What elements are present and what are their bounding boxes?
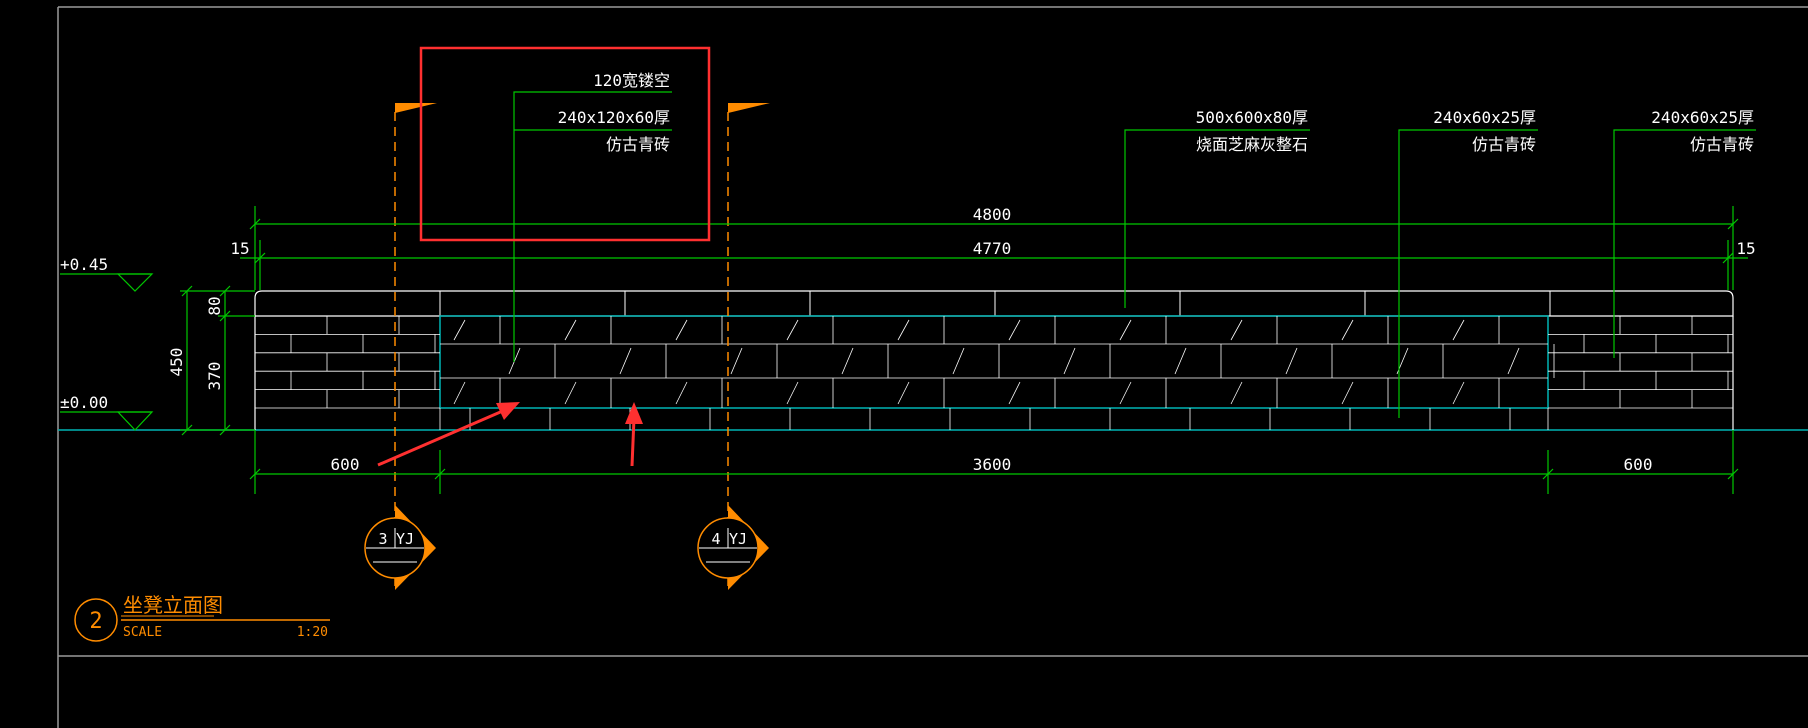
brick-joint bbox=[1008, 381, 1021, 405]
callout-4-line1: 240x60x25厚 bbox=[1651, 108, 1754, 127]
brick-joint bbox=[453, 319, 466, 341]
red-arrow-diagonal bbox=[377, 402, 520, 467]
callout-2-line1: 500x600x80厚 bbox=[1196, 108, 1308, 127]
dim-segment-left-label: 600 bbox=[331, 455, 360, 474]
base-brick-course bbox=[439, 408, 1549, 430]
bench-cap-stone bbox=[254, 290, 1734, 317]
title-text: 坐凳立面图 bbox=[123, 593, 223, 617]
brick-joint bbox=[1507, 347, 1520, 375]
brick-joint bbox=[1063, 347, 1076, 375]
dimension-labels: 4800 4770 15 15 600 3600 600 450 80 370 bbox=[167, 205, 1756, 474]
left-brick-courses bbox=[255, 316, 440, 409]
brick-joint bbox=[897, 319, 910, 341]
callout-1-line3: 仿古青砖 bbox=[606, 135, 670, 154]
openwork-panel-frame bbox=[439, 315, 1549, 409]
callout-4-line2: 仿古青砖 bbox=[1690, 135, 1754, 154]
brick-joint bbox=[1230, 319, 1243, 341]
brick-joint bbox=[1119, 381, 1132, 405]
callout-3-line1: 240x60x25厚 bbox=[1433, 108, 1536, 127]
brick-joint bbox=[453, 381, 466, 405]
bench-elevation bbox=[254, 290, 1734, 430]
level-ground-label: ±0.00 bbox=[60, 393, 108, 412]
section-3-sheet: YJ bbox=[396, 530, 414, 548]
section-4-sheet: YJ bbox=[729, 530, 747, 548]
dim-segment-mid-label: 3600 bbox=[973, 455, 1012, 474]
cap-stone-joints bbox=[439, 291, 1551, 316]
callout-3-line2: 仿古青砖 bbox=[1472, 135, 1536, 154]
section-4-number: 4 bbox=[711, 530, 720, 548]
brick-joint bbox=[675, 381, 688, 405]
dim-height-bottom-label: 370 bbox=[205, 362, 224, 391]
title-block: 2 坐凳立面图 SCALE 1:20 bbox=[74, 593, 330, 642]
level-marker-ground: ±0.00 bbox=[60, 393, 154, 431]
brick-joint bbox=[841, 347, 854, 375]
level-marker-top: +0.45 bbox=[60, 255, 154, 292]
level-top-label: +0.45 bbox=[60, 255, 108, 274]
right-brick-courses bbox=[1548, 316, 1733, 409]
viewport-frame bbox=[57, 6, 1808, 728]
callout-1-line1: 120宽镂空 bbox=[593, 71, 670, 90]
scale-value: 1:20 bbox=[297, 625, 328, 640]
brick-joint bbox=[1341, 381, 1354, 405]
dim-height-total-label: 450 bbox=[167, 348, 186, 377]
red-highlight-box bbox=[419, 46, 711, 242]
dim-total-label: 4800 bbox=[973, 205, 1012, 224]
brick-joint bbox=[1341, 319, 1354, 341]
callout-leaders bbox=[513, 91, 1756, 418]
section-cut-flags bbox=[395, 103, 770, 113]
dim-height-top-label: 80 bbox=[205, 296, 224, 315]
brick-joint bbox=[897, 381, 910, 405]
brick-joint bbox=[1285, 347, 1298, 375]
brick-joint bbox=[786, 319, 799, 341]
openwork-brick-courses bbox=[440, 316, 1555, 408]
brick-joint bbox=[1230, 381, 1243, 405]
callout-text: 120宽镂空 240x120x60厚 仿古青砖 500x600x80厚 烧面芝麻… bbox=[558, 71, 1754, 154]
brick-joint bbox=[1452, 319, 1465, 341]
section-marker-3[interactable]: 3 YJ bbox=[364, 505, 436, 590]
brick-joint bbox=[786, 381, 799, 405]
brick-joint bbox=[1008, 319, 1021, 341]
brick-joint bbox=[619, 347, 632, 375]
brick-joint bbox=[675, 319, 688, 341]
red-arrow-vertical bbox=[625, 402, 643, 467]
section-3-number: 3 bbox=[378, 530, 387, 548]
brick-joint bbox=[1174, 347, 1187, 375]
brick-joint bbox=[564, 381, 577, 405]
scale-label: SCALE bbox=[123, 625, 162, 640]
dimension-lines bbox=[180, 206, 1748, 494]
dim-edge-right-label: 15 bbox=[1736, 239, 1755, 258]
callout-2-line2: 烧面芝麻灰整石 bbox=[1196, 135, 1308, 154]
brick-joint bbox=[1119, 319, 1132, 341]
brick-joint bbox=[952, 347, 965, 375]
section-cut-lines bbox=[394, 112, 729, 590]
brick-joint bbox=[730, 347, 743, 375]
brick-joint bbox=[1452, 381, 1465, 405]
title-number: 2 bbox=[89, 609, 102, 634]
brick-joint bbox=[564, 319, 577, 341]
callout-1-line2: 240x120x60厚 bbox=[558, 108, 670, 127]
dim-segment-right-label: 600 bbox=[1624, 455, 1653, 474]
dim-edge-left-label: 15 bbox=[230, 239, 249, 258]
dim-inner-label: 4770 bbox=[973, 239, 1012, 258]
section-marker-4[interactable]: 4 YJ bbox=[697, 505, 769, 590]
